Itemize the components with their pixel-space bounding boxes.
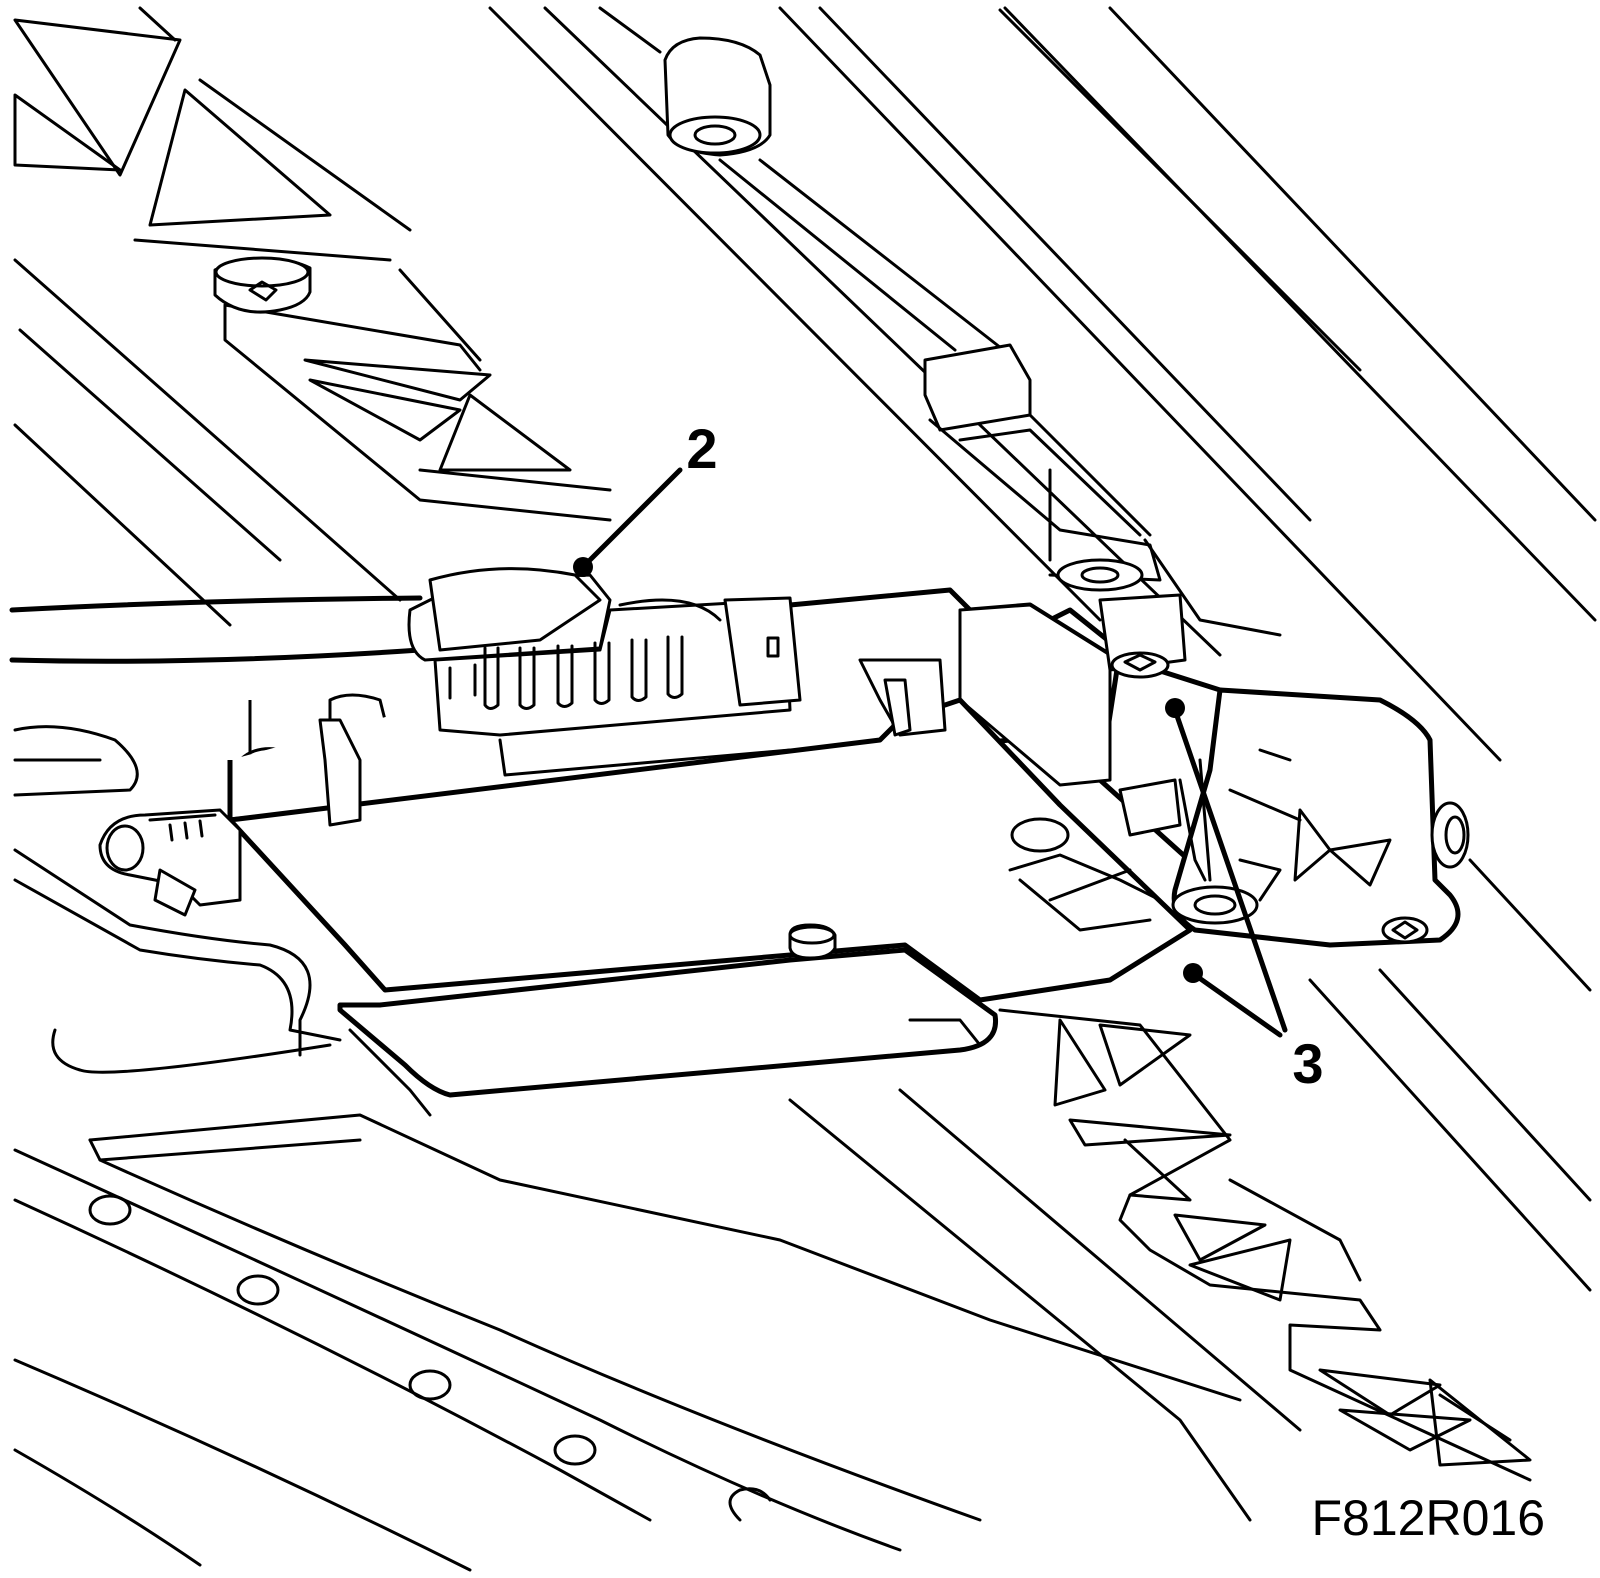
callout-3-label: 3: [1292, 1032, 1323, 1095]
upper-left-brace: [13, 6, 612, 522]
figure-code: F812R016: [1312, 1490, 1546, 1546]
guide-rail: [718, 158, 1282, 637]
connector: [407, 567, 802, 777]
callout-3: [1165, 698, 1288, 1038]
lower-panel: [13, 725, 1302, 1572]
screw-top-left: [213, 256, 312, 314]
callout-3-dot-lower: [1183, 963, 1203, 983]
cable: [9, 595, 423, 664]
callout-3-dot-upper: [1165, 698, 1185, 718]
right-bracket: [1008, 558, 1470, 948]
callout-2-dot: [573, 557, 593, 577]
background-panel-lines: [13, 6, 1597, 1292]
callout-2-label: 2: [686, 417, 717, 480]
top-sleeve: [663, 36, 772, 157]
callout-2: [573, 467, 683, 577]
lower-right-brace: [998, 1008, 1532, 1482]
